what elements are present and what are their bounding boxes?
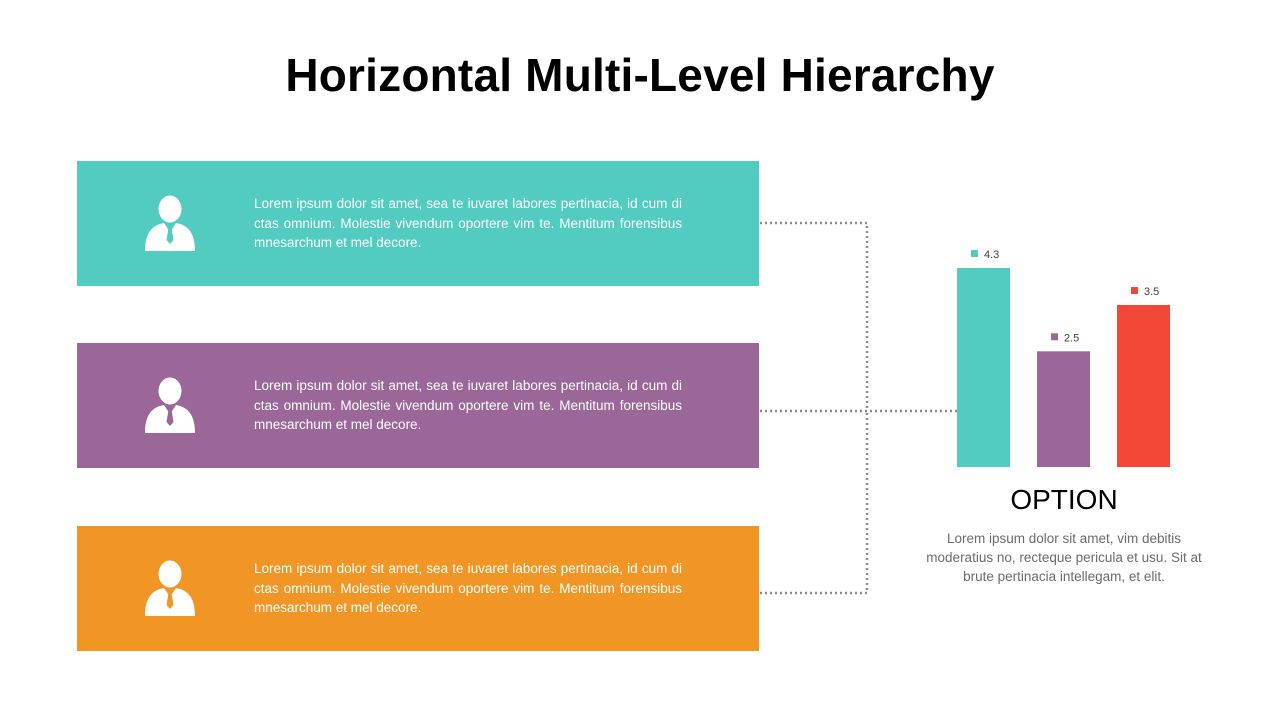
box-text: Lorem ipsum dolor sit amet, sea te iuvar…: [254, 196, 682, 250]
bar-3: [1117, 305, 1170, 467]
option-title: OPTION: [1010, 484, 1118, 515]
box-text: Lorem ipsum dolor sit amet, sea te iuvar…: [254, 561, 682, 615]
hierarchy-box-3: Lorem ipsum dolor sit amet, sea te iuvar…: [77, 526, 759, 651]
person-icon: [145, 195, 195, 251]
page-title: Horizontal Multi-Level Hierarchy: [285, 49, 995, 101]
box-text: Lorem ipsum dolor sit amet, sea te iuvar…: [254, 378, 682, 432]
connector-bottom: [760, 411, 869, 595]
bar-1: [957, 268, 1010, 467]
bar-2: [1037, 351, 1090, 467]
legend-marker-2: [1051, 333, 1058, 341]
hierarchy-box-2: Lorem ipsum dolor sit amet, sea te iuvar…: [77, 343, 759, 468]
bar-chart: 4.3 2.5 3.5: [957, 249, 1170, 467]
person-icon: [145, 377, 195, 433]
data-label-1: 4.3: [984, 249, 999, 261]
connector-top: [760, 221, 869, 411]
data-label-3: 3.5: [1144, 286, 1159, 298]
hierarchy-box-1: Lorem ipsum dolor sit amet, sea te iuvar…: [77, 161, 759, 286]
option-description: Lorem ipsum dolor sit amet, vim debitis …: [926, 531, 1202, 584]
legend-marker-3: [1131, 287, 1138, 295]
legend-marker-1: [971, 250, 978, 257]
person-icon: [145, 560, 195, 616]
data-label-2: 2.5: [1064, 332, 1079, 344]
